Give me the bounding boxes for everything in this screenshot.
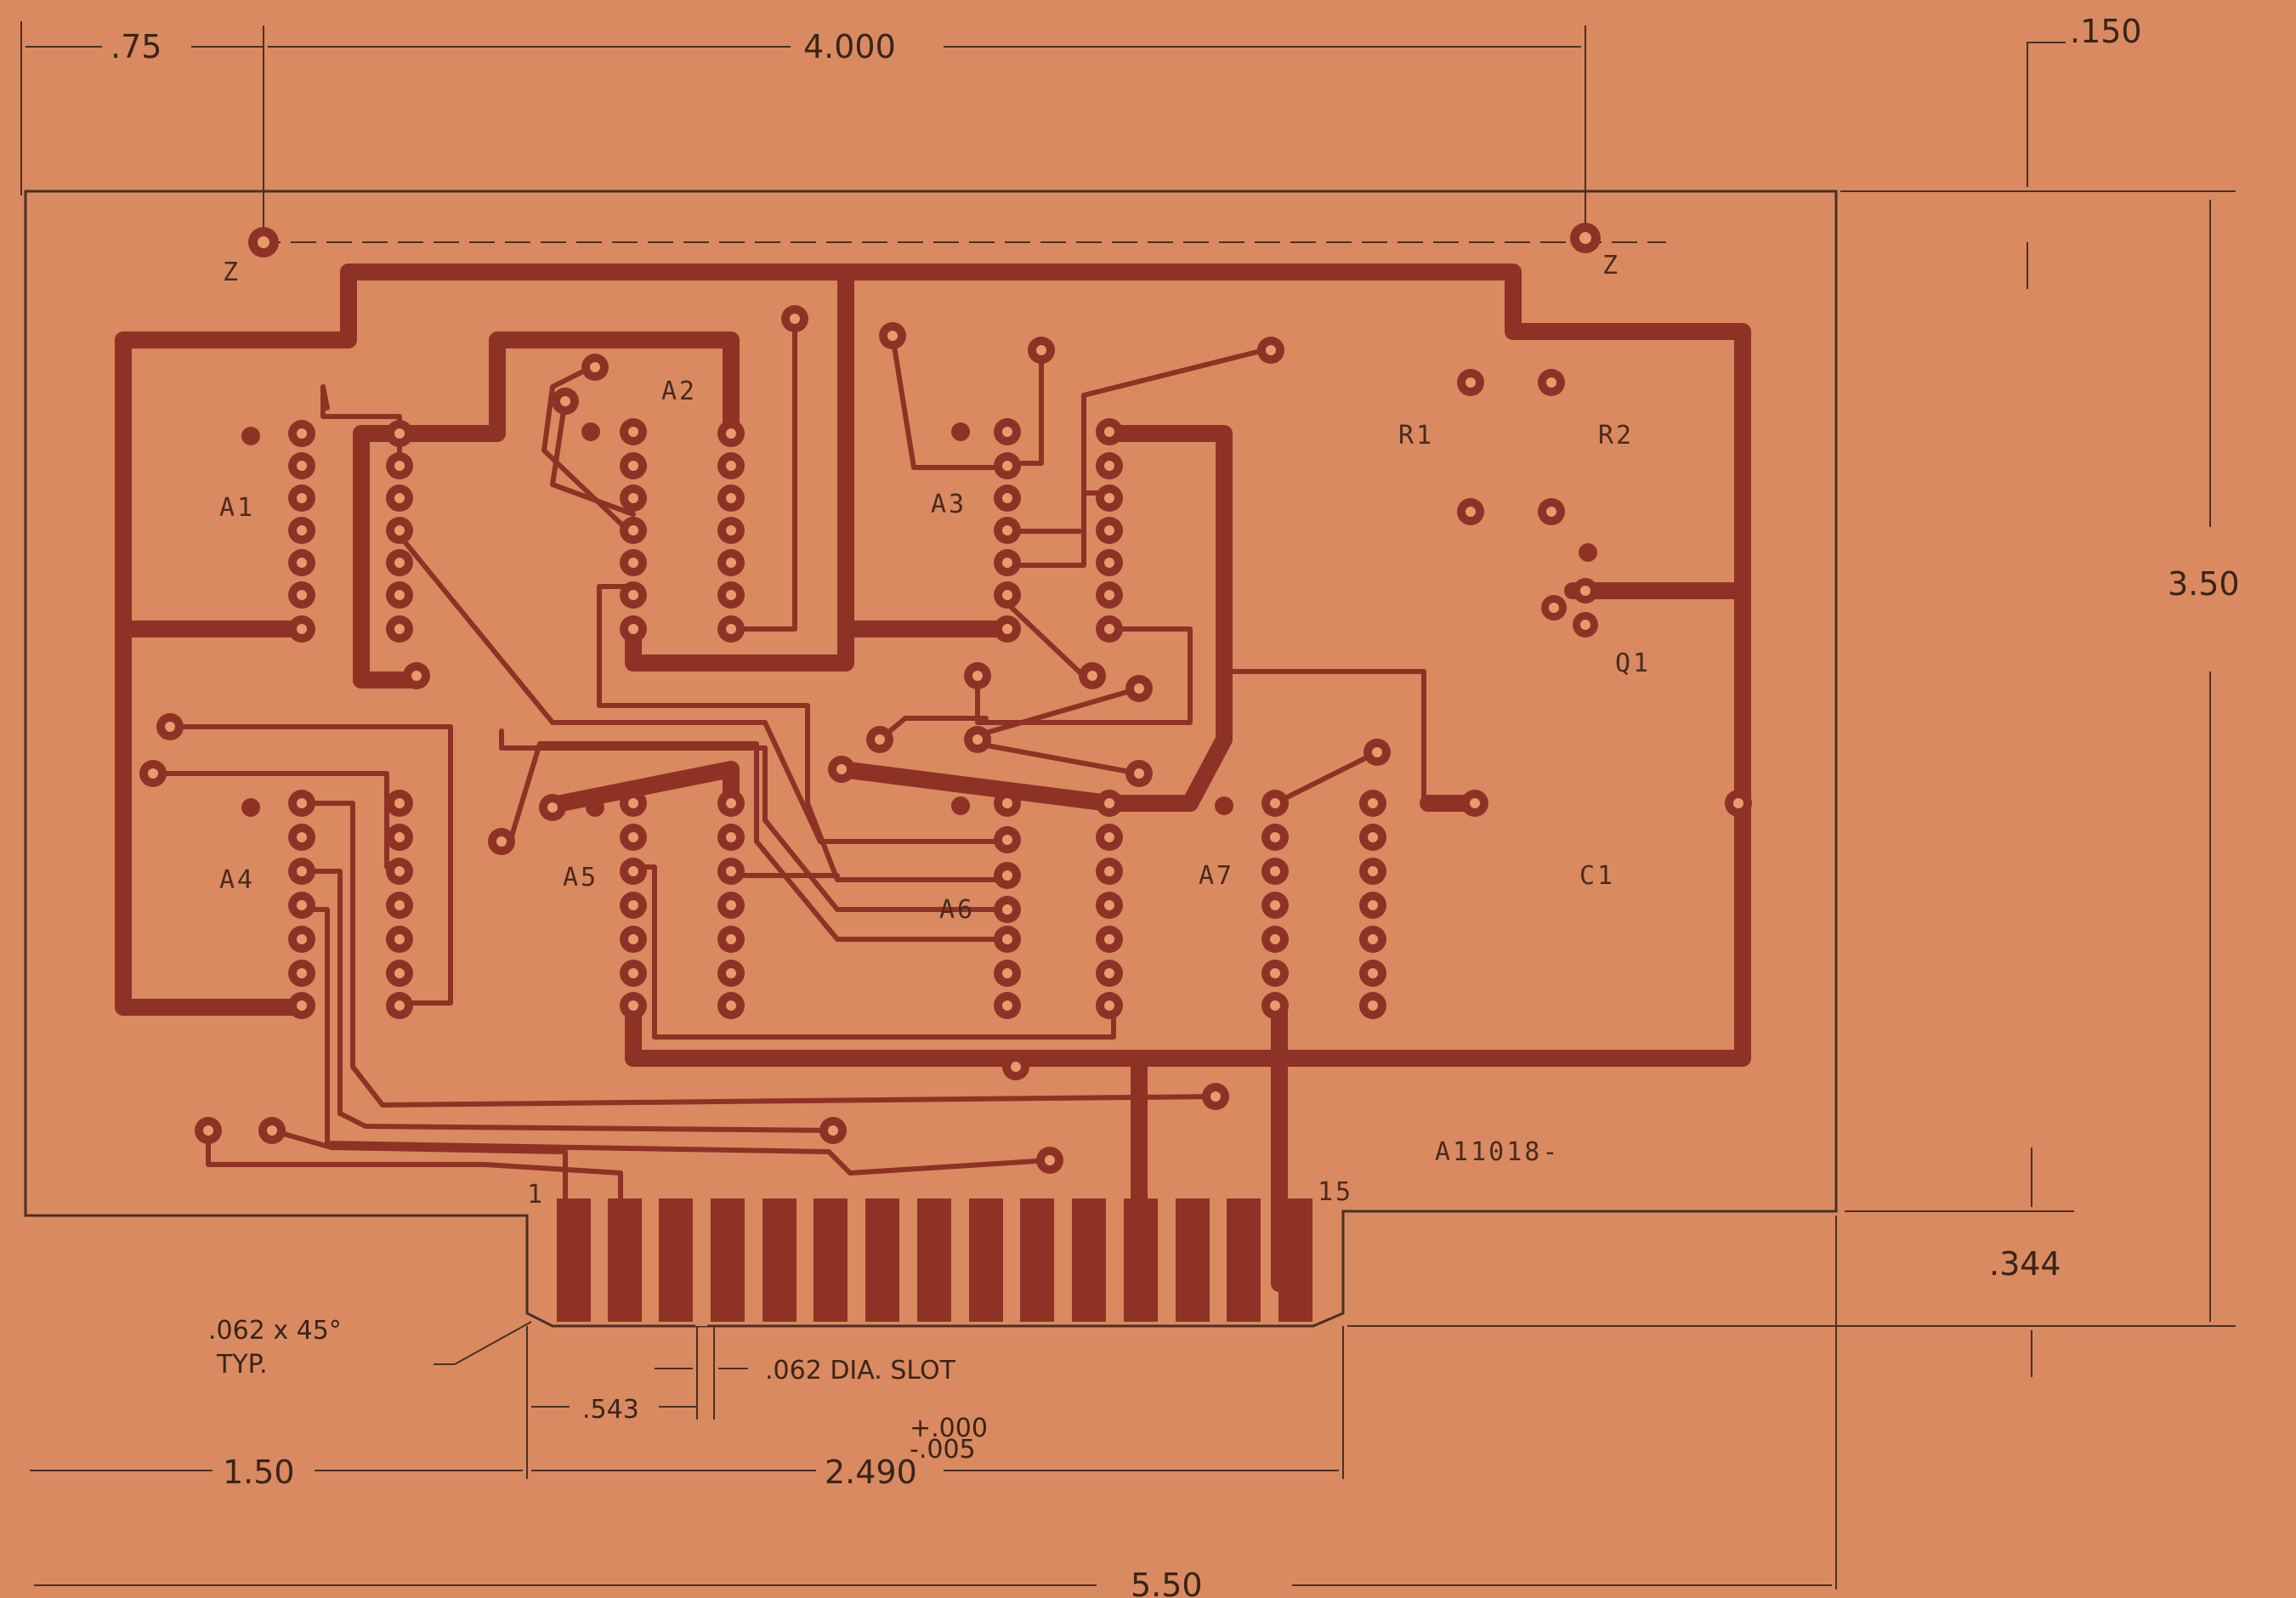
part-number: A11018- — [1435, 1137, 1560, 1167]
board-outline — [24, 190, 1838, 1328]
pin-1-label: 1 — [527, 1180, 545, 1210]
dim-chamfer: .062 x 45° — [208, 1316, 342, 1346]
dim-left-offset: 1.50 — [223, 1454, 295, 1491]
label-q1: Q1 — [1615, 649, 1651, 678]
pin-15-label: 15 — [1318, 1177, 1353, 1207]
dim-top-left: .75 — [111, 28, 162, 65]
dimension-lines — [20, 21, 2236, 1590]
dim-chamfer-note: TYP. — [216, 1350, 268, 1380]
dim-first-finger: .543 — [582, 1395, 639, 1425]
label-a5: A5 — [563, 863, 598, 892]
dim-tab-depth: .344 — [1989, 1245, 2061, 1283]
dim-height: 3.50 — [2168, 565, 2240, 603]
dim-top-right: .150 — [2070, 13, 2142, 50]
component-pads — [139, 223, 1752, 1174]
label-r1: R1 — [1398, 421, 1434, 450]
label-a1: A1 — [219, 493, 255, 523]
dim-slot: .062 DIA. SLOT — [765, 1356, 956, 1386]
label-a7: A7 — [1199, 861, 1234, 891]
mount-z-right: Z — [1602, 251, 1620, 280]
dim-tol-plus: +.000 — [910, 1414, 988, 1443]
label-a6: A6 — [939, 895, 975, 925]
dim-tol-minus: -.005 — [910, 1435, 976, 1465]
edge-connector — [557, 1198, 1312, 1326]
dim-total-width: 5.50 — [1131, 1567, 1203, 1598]
dim-tab-width: 2.490 — [825, 1454, 917, 1491]
label-c1: C1 — [1579, 861, 1615, 891]
label-a2: A2 — [661, 377, 697, 406]
dim-top-span: 4.000 — [803, 28, 896, 65]
label-a3: A3 — [931, 490, 967, 519]
copper-traces — [115, 264, 1751, 1292]
label-r2: R2 — [1598, 421, 1634, 450]
mount-z-left: Z — [223, 258, 241, 287]
label-a4: A4 — [219, 865, 255, 895]
